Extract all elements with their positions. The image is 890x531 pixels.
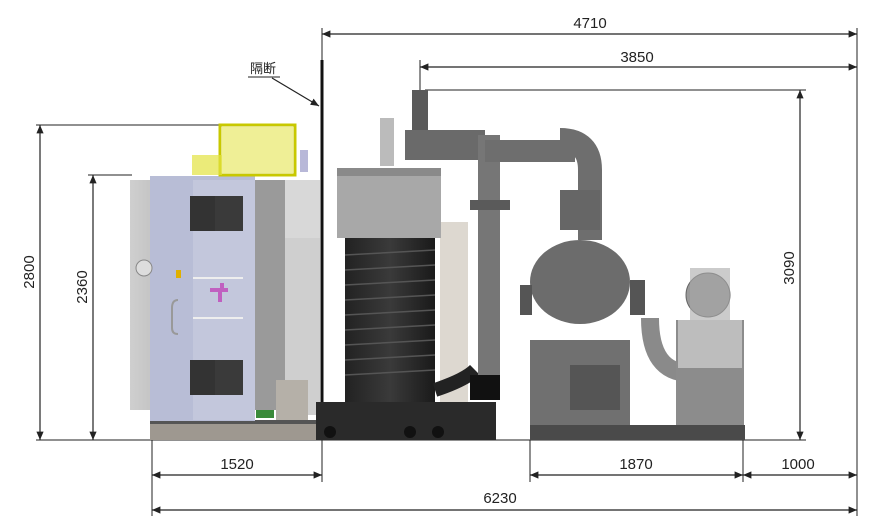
vacuum-chamber: [130, 123, 320, 440]
dimension-label: 3090: [781, 251, 798, 284]
dimension-1520: 1520: [152, 456, 322, 479]
dimension-2360: 2360: [74, 175, 97, 440]
dimension-label: 2800: [21, 255, 38, 288]
small-tank: [276, 380, 308, 420]
diffusion-pump: [316, 118, 500, 440]
dimension-2800: 2800: [21, 125, 44, 440]
dimension-1000: 1000: [743, 456, 857, 479]
viewport-icon: [135, 259, 153, 277]
dimension-label: 6230: [483, 490, 516, 507]
door-handle: [171, 299, 179, 335]
dimension-label: 1520: [220, 456, 253, 473]
top-frame: [218, 123, 297, 177]
dimension-label: 1000: [781, 456, 814, 473]
partition-wall: 隔断: [248, 60, 324, 440]
dimension-6230: 6230: [152, 490, 857, 514]
roots-pump: [520, 240, 745, 440]
vacuum-piping: [405, 90, 602, 375]
hinge: [190, 196, 215, 231]
dimension-label: 3850: [620, 49, 653, 66]
dimension-label: 1870: [619, 456, 652, 473]
dimension-4710: 4710: [322, 15, 857, 38]
hinge: [190, 360, 215, 395]
dimension-label: 4710: [573, 15, 606, 32]
dimension-3090: 3090: [781, 90, 804, 440]
backing-pump: [676, 268, 744, 425]
partition-label: 隔断: [250, 62, 276, 77]
dimension-1870: 1870: [530, 456, 743, 479]
dimension-3850: 3850: [420, 49, 857, 71]
dimension-label: 2360: [74, 270, 91, 303]
